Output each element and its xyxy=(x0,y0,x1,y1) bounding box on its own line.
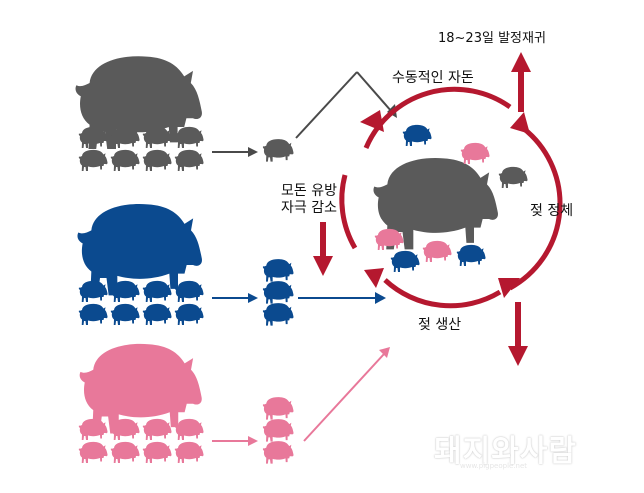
ring-arc-left xyxy=(339,174,358,250)
piglet-group-blue xyxy=(78,280,204,325)
piglet-stack-blue xyxy=(262,259,294,326)
ring-arrowheads xyxy=(360,110,530,298)
ring-arc-right xyxy=(508,126,563,291)
watermark-sub: www.pigpeople.net xyxy=(460,462,528,470)
ring-arrowhead-left xyxy=(364,268,384,288)
ring-arrowhead-right xyxy=(510,112,530,134)
ring-arrowhead-top xyxy=(360,110,384,132)
ring-arrowhead-bottom xyxy=(498,278,520,298)
label-milk-stagnation: 젖 정체 xyxy=(530,203,574,219)
piglet-gray-single xyxy=(262,139,294,162)
piglet-group-gray xyxy=(78,126,204,171)
watermark-text: 돼지와사람 xyxy=(434,434,577,469)
label-milk-production: 젖 생산 xyxy=(418,317,462,333)
label-passive-piglet: 수동적인 자돈 xyxy=(392,70,474,86)
arrow-pink-1 xyxy=(212,436,258,446)
label-estrus-return: 18~23일 발정재귀 xyxy=(438,31,546,46)
watermark-logo: 돼지와사람 www.pigpeople.net xyxy=(404,420,610,474)
piglet-group-pink xyxy=(78,418,204,463)
arrow-blue-1 xyxy=(212,293,258,303)
arrow-gray-1 xyxy=(212,147,258,157)
arrow-relapse-up xyxy=(511,52,531,112)
ring-arc-bottom xyxy=(383,278,502,309)
label-reduced-stimulation-line2: 자극 감소 xyxy=(281,200,337,216)
piglet-stack-pink xyxy=(262,397,294,464)
arrow-production-down xyxy=(508,302,528,366)
arrow-blue-2 xyxy=(298,292,386,304)
label-reduced-stimulation: 모돈 유방 자극 감소 xyxy=(281,183,337,217)
arrow-stim-down xyxy=(313,222,333,276)
arrow-pink-2 xyxy=(303,347,390,442)
label-reduced-stimulation-line1: 모돈 유방 xyxy=(281,183,337,199)
ring-arc-top xyxy=(363,86,512,149)
